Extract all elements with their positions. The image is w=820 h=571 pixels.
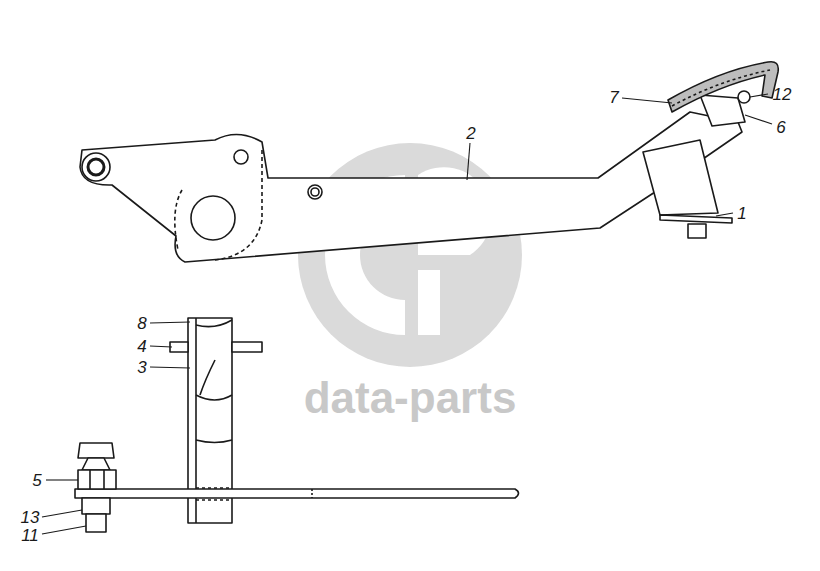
callout-number: 13: [21, 509, 40, 526]
callout-number: 2: [466, 125, 475, 142]
watermark-logo: [298, 143, 522, 367]
callout-number: 12: [773, 86, 792, 103]
callout-number: 8: [137, 315, 146, 332]
watermark: data-parts: [304, 376, 517, 420]
callout-number: 11: [21, 527, 39, 544]
leader-lines: [42, 94, 772, 534]
callout-number: 1: [737, 205, 746, 222]
callout-number: 7: [609, 89, 618, 106]
callout-number: 5: [32, 472, 41, 489]
callout-number: 3: [137, 359, 146, 376]
callout-number: 6: [776, 119, 785, 136]
callout-number: 4: [137, 338, 146, 355]
